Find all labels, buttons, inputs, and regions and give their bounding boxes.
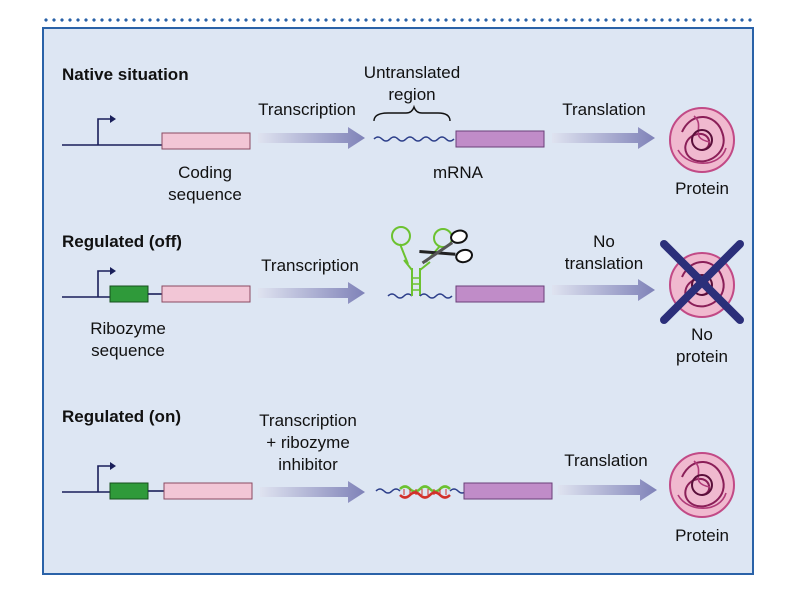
translation-label: Translation [564, 451, 647, 470]
transcription-inhibitor-label-line-1: Transcription [259, 411, 357, 430]
promoter-arrow-icon [97, 267, 116, 297]
coding-sequence-label-line-2: sequence [168, 185, 242, 204]
no-translation-label-line-2: translation [565, 254, 643, 273]
transcription-label: Transcription [261, 256, 359, 275]
translation-label: Translation [562, 100, 645, 119]
row-1-title: Native situation [62, 65, 189, 84]
transcription-label: Transcription [258, 100, 356, 119]
no-translation-label-line-1: No [593, 232, 615, 251]
coding-sequence-box [161, 132, 251, 150]
ribozyme-gene-box [109, 285, 149, 303]
rna-wave [375, 488, 401, 494]
ribozyme-hairpin [391, 226, 453, 296]
no-protein-label-line-1: No [691, 325, 713, 344]
rna-wave [419, 293, 453, 299]
transcription-arrow [258, 282, 365, 304]
mrna-label: mRNA [433, 163, 484, 182]
dotted-top-rule [42, 17, 754, 23]
translation-arrow [552, 127, 655, 149]
utr-brace [373, 104, 451, 122]
row-2-title: Regulated (off) [62, 232, 182, 251]
utr-label-line-2: region [388, 85, 435, 104]
transcription-arrow [258, 127, 365, 149]
no-translation-arrow [552, 279, 655, 301]
coding-sequence-box [161, 285, 251, 303]
translation-arrow [558, 479, 657, 501]
transcription-inhibitor-label-line-3: inhibitor [278, 455, 338, 474]
protein-icon [669, 107, 735, 173]
coding-sequence-box [163, 482, 253, 500]
row-3-title: Regulated (on) [62, 407, 181, 426]
promoter-arrow-icon [97, 115, 116, 145]
no-protein-label-line-2: protein [676, 347, 728, 366]
ribozyme-sequence-label-line-2: sequence [91, 341, 165, 360]
mrna-coding-box [455, 285, 545, 303]
mrna-coding-box [463, 482, 553, 500]
ribozyme-gene-box [109, 482, 149, 500]
transcription-arrow [260, 481, 365, 503]
untranslated-region-wave [373, 136, 455, 142]
utr-label-line-1: Untranslated [364, 63, 460, 82]
transcription-inhibitor-label-line-2: + ribozyme [266, 433, 350, 452]
no-protein-cross-icon [660, 240, 744, 324]
scissors-icon [419, 229, 473, 265]
promoter-arrow-icon [97, 462, 116, 492]
mrna-coding-box [455, 130, 545, 148]
protein-label: Protein [675, 526, 729, 545]
rna-wave [387, 293, 413, 299]
protein-icon [669, 452, 735, 518]
inhibited-ribozyme-duplex [399, 485, 451, 499]
diagram-panel [42, 27, 754, 575]
protein-label: Protein [675, 179, 729, 198]
coding-sequence-label-line-1: Coding [178, 163, 232, 182]
ribozyme-sequence-label-line-1: Ribozyme [90, 319, 166, 338]
